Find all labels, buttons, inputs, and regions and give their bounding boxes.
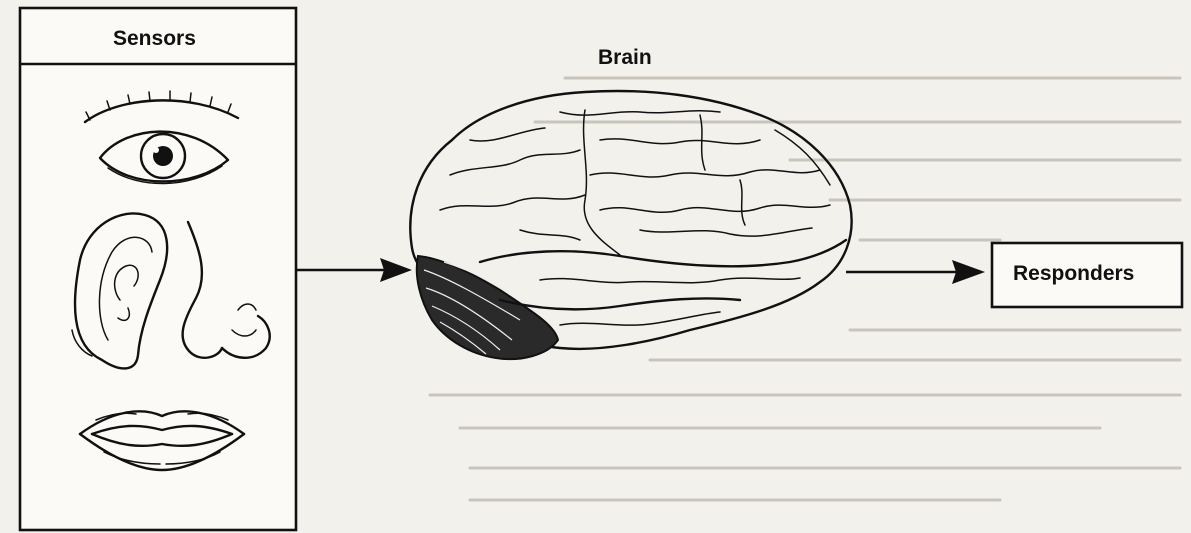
sensors-label: Sensors [113,28,196,49]
arrow-sensors-to-brain [296,258,412,282]
brain-icon [410,91,851,359]
arrow-brain-to-responders [846,260,985,284]
brain-label: Brain [598,47,652,68]
sensors-box [20,8,296,530]
responders-label: Responders [1013,263,1134,284]
